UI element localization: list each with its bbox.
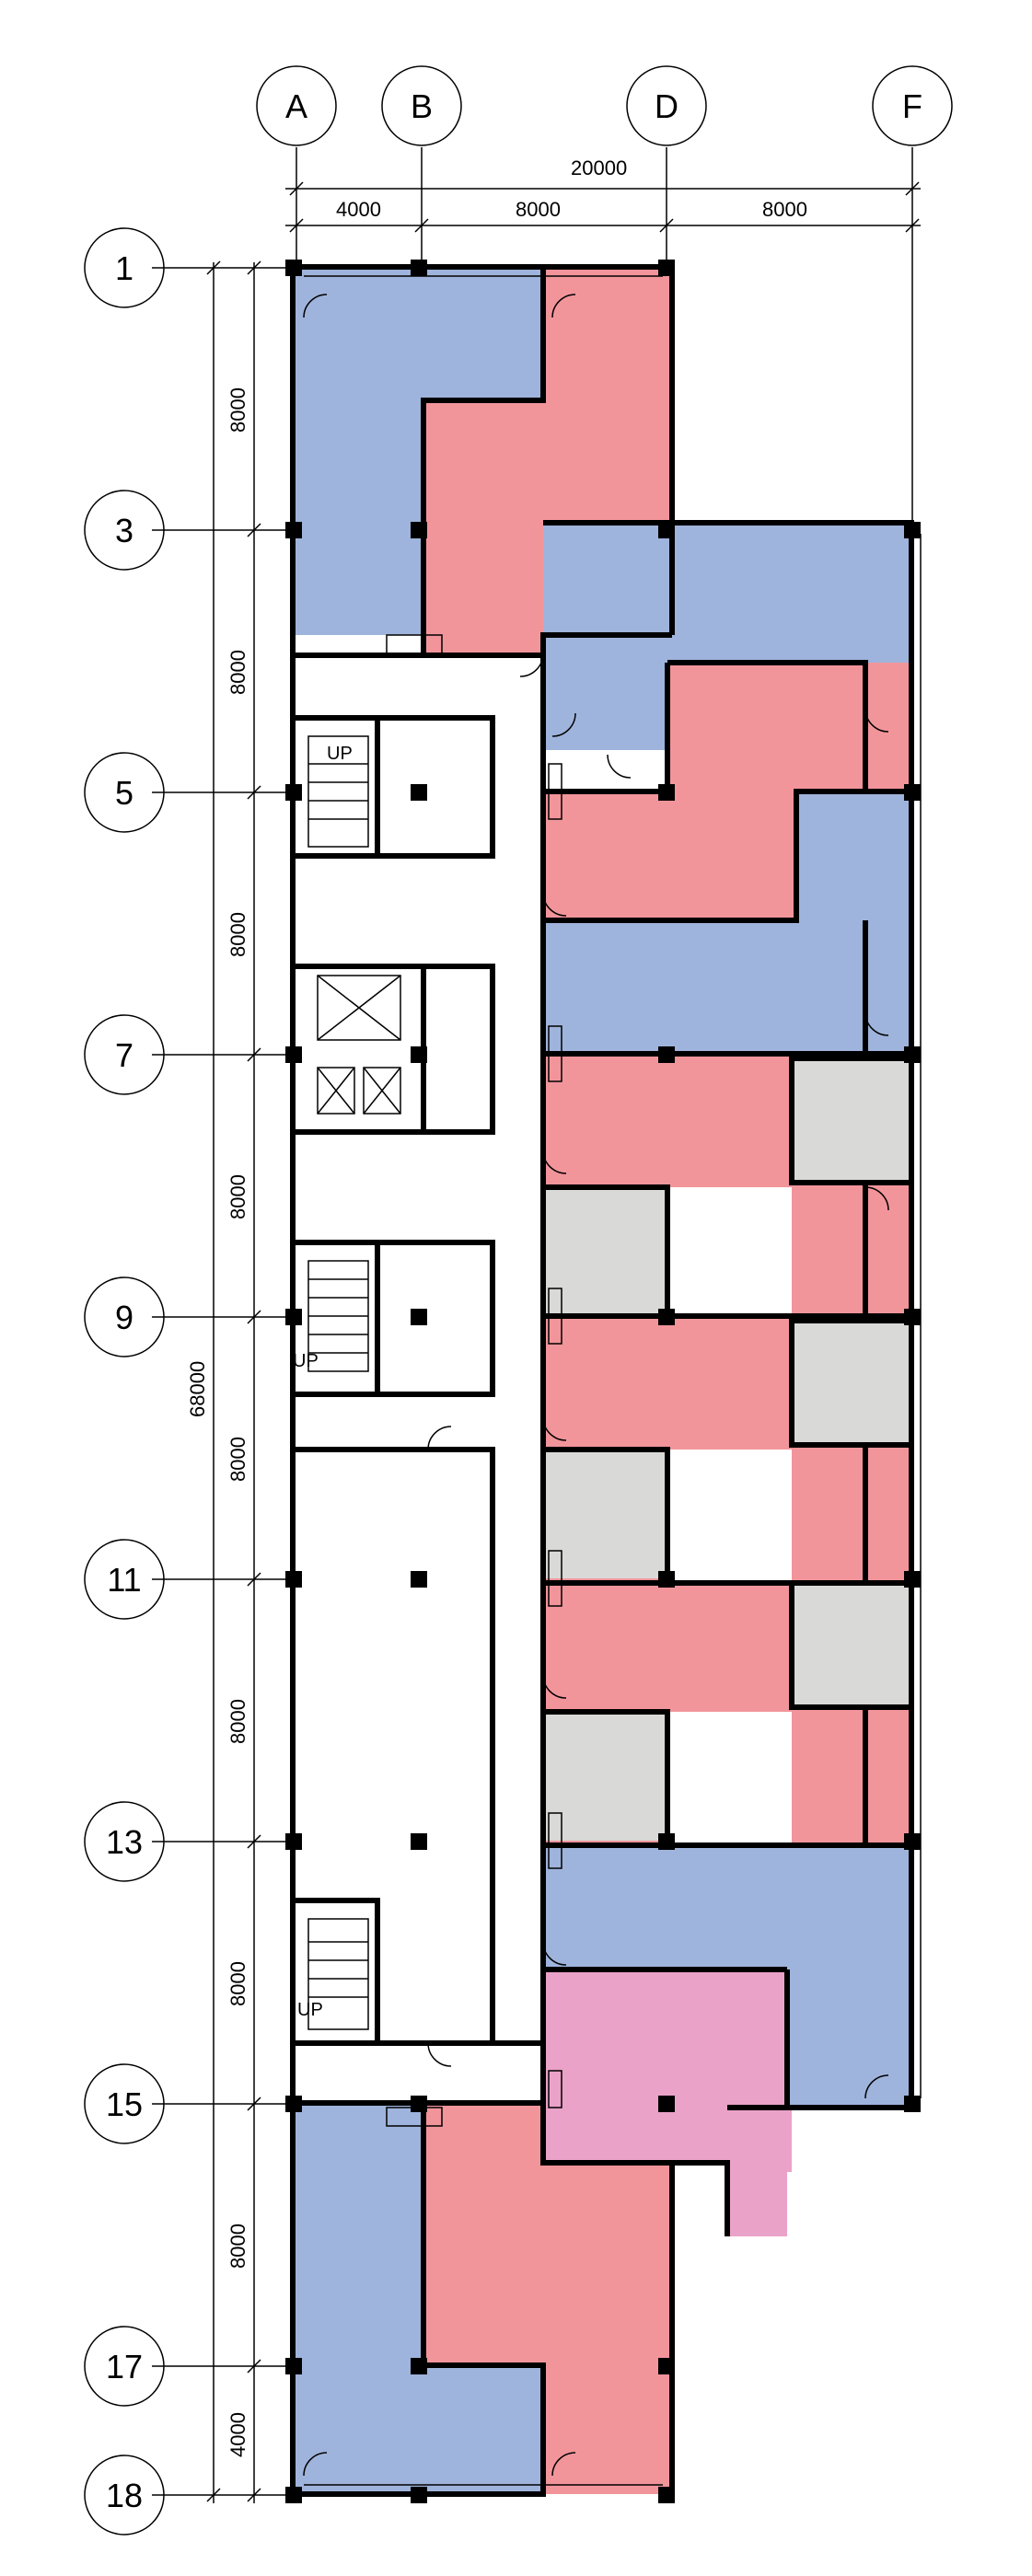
grid-row-label: 9 xyxy=(115,1299,133,1336)
dim-overall-width: 20000 xyxy=(571,156,627,179)
columns xyxy=(285,260,921,2503)
stair-up-label-3: UP xyxy=(297,2000,323,2020)
grid-column-label: B xyxy=(411,87,433,125)
grid-row-label: 18 xyxy=(106,2477,143,2514)
dim-left-segment-3: 8000 xyxy=(226,912,249,957)
grid-lines xyxy=(152,147,913,2496)
service-room-4 xyxy=(543,1187,667,1316)
dim-left-segment-1: 8000 xyxy=(226,387,249,433)
dim-left-segment-4: 8000 xyxy=(226,1174,249,1219)
unit-pink-balcony xyxy=(727,2108,792,2172)
grid-row-label: 7 xyxy=(115,1036,133,1074)
service-room-2 xyxy=(792,1321,911,1445)
column-grid-bubbles: A B D F xyxy=(256,65,953,146)
dim-top-segment-2: 8000 xyxy=(516,198,561,221)
unit-blue-bottom xyxy=(293,2103,543,2494)
dim-left-segment-6: 8000 xyxy=(226,1699,249,1744)
service-room-5 xyxy=(543,1450,667,1578)
unit-blue-top-left xyxy=(293,267,543,635)
unit-blue-right-3 xyxy=(543,1845,911,2108)
row-grid-bubbles: 1 3 5 7 9 11 13 15 17 18 xyxy=(84,227,165,2536)
grid-row-label: 11 xyxy=(107,1561,141,1599)
unit-red-right-1 xyxy=(543,663,911,920)
grid-row-label: 3 xyxy=(115,512,133,549)
elevator-shafts xyxy=(317,634,562,2127)
grid-row-label: 17 xyxy=(106,2348,143,2385)
unit-red-bottom xyxy=(423,2103,672,2494)
service-room-1 xyxy=(792,1058,911,1183)
stair-up-label-2: UP xyxy=(293,1351,319,1371)
grid-row-label: 15 xyxy=(106,2085,143,2123)
grid-column-label: F xyxy=(902,87,922,125)
dim-left-segment-9: 4000 xyxy=(226,2412,249,2457)
grid-row-label: 13 xyxy=(106,1823,143,1861)
wall-bottom-units xyxy=(293,2100,675,2497)
dimension-lines xyxy=(206,181,921,2503)
dim-top-segment-3: 8000 xyxy=(762,198,807,221)
grid-column-label: D xyxy=(655,87,678,125)
service-room-6 xyxy=(543,1712,667,1841)
dim-left-segment-2: 8000 xyxy=(226,650,249,695)
stairs: UP UP UP xyxy=(293,735,369,2030)
grid-column-label: A xyxy=(285,87,307,125)
wall-partitions-right xyxy=(543,660,914,2110)
grid-row-label: 5 xyxy=(115,774,133,812)
door-swings xyxy=(303,294,889,2477)
dim-left-segment-8: 8000 xyxy=(226,2224,249,2269)
dim-top-segment-1: 4000 xyxy=(336,198,381,221)
dim-left-segment-7: 8000 xyxy=(226,1961,249,2006)
service-room-3 xyxy=(792,1583,911,1707)
grid-row-label: 1 xyxy=(115,249,133,287)
stair-1 xyxy=(307,735,369,848)
dim-left-segment-5: 8000 xyxy=(226,1437,249,1482)
dim-overall-height: 68000 xyxy=(186,1361,209,1417)
stair-3 xyxy=(307,1918,369,2030)
stair-up-label-1: UP xyxy=(327,744,353,764)
